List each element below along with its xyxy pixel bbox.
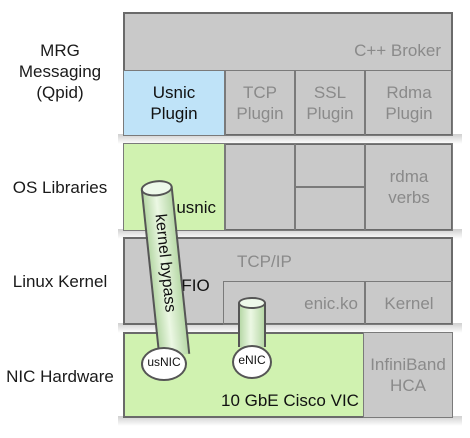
infiniband-line1: InfiniBand	[370, 355, 446, 374]
os-middle-split	[295, 143, 365, 187]
usnic-chip: usNIC	[141, 339, 187, 381]
rdma-plugin-line1: Rdma	[386, 83, 432, 102]
usnic-library-label: usnic	[176, 198, 216, 217]
row-label-mrg-line3: (Qpid)	[36, 83, 84, 102]
row-label-os: OS Libraries	[12, 178, 108, 197]
tcp-plugin-line2: Plugin	[236, 104, 284, 123]
ssl-plugin: SSL Plugin	[295, 70, 365, 136]
layer-shadow	[118, 229, 462, 239]
os-middle-top	[225, 143, 295, 231]
broker-label: C++ Broker	[354, 41, 441, 60]
infiniband-line2: HCA	[390, 376, 426, 395]
tcpip-label: TCP/IP	[237, 252, 292, 271]
kernel-cell: Kernel	[365, 281, 453, 325]
infiniband-hca: InfiniBand HCA	[363, 332, 453, 418]
row-label-kernel: Linux Kernel	[12, 272, 108, 291]
tcp-plugin: TCP Plugin	[225, 70, 295, 136]
vic-label: 10 GbE Cisco VIC	[221, 391, 359, 410]
usnic-chip-base	[141, 347, 187, 381]
usnic-plugin: Usnic Plugin	[123, 70, 225, 136]
enic-driver: enic.ko	[223, 281, 365, 325]
ssl-plugin-line2: Plugin	[306, 104, 354, 123]
rdma-verbs-line2: verbs	[388, 188, 430, 207]
layer-shadow	[118, 323, 462, 333]
enic-chip-label: eNIC	[238, 353, 266, 367]
enic-driver-label: enic.ko	[304, 293, 358, 313]
usnic-chip-label: usNIC	[147, 355, 181, 369]
usnic-plugin-line2: Plugin	[150, 104, 198, 123]
layer-shadow	[118, 134, 462, 144]
enic-cylinder-top	[238, 297, 266, 309]
nic-layer: 10 GbE Cisco VIC InfiniBand HCA	[123, 332, 453, 418]
layer-shadow	[118, 416, 462, 426]
rdma-plugin: Rdma Plugin	[365, 70, 453, 136]
enic-chip-base	[232, 345, 272, 379]
rdma-verbs-line1: rdma	[389, 167, 429, 186]
enic-cylinder: eNIC	[232, 297, 272, 381]
mrg-layer: C++ Broker Usnic Plugin TCP Plugin SSL P…	[123, 12, 453, 136]
tcp-plugin-line1: TCP	[243, 83, 277, 102]
kernel-cell-label: Kernel	[384, 293, 434, 313]
rdma-plugin-line2: Plugin	[385, 104, 433, 123]
row-label-mrg-line1: MRG	[40, 41, 80, 60]
row-label-nic: NIC Hardware	[6, 367, 114, 386]
row-label-mrg-line2: Messaging	[18, 62, 102, 81]
rdma-verbs: rdma verbs	[365, 143, 453, 231]
row-label-mrg: MRG Messaging (Qpid)	[0, 40, 120, 103]
ssl-plugin-line1: SSL	[313, 83, 347, 102]
os-middle-lower	[295, 187, 365, 231]
usnic-plugin-line1: Usnic	[152, 83, 196, 102]
enic-cylinder-body	[238, 303, 266, 347]
